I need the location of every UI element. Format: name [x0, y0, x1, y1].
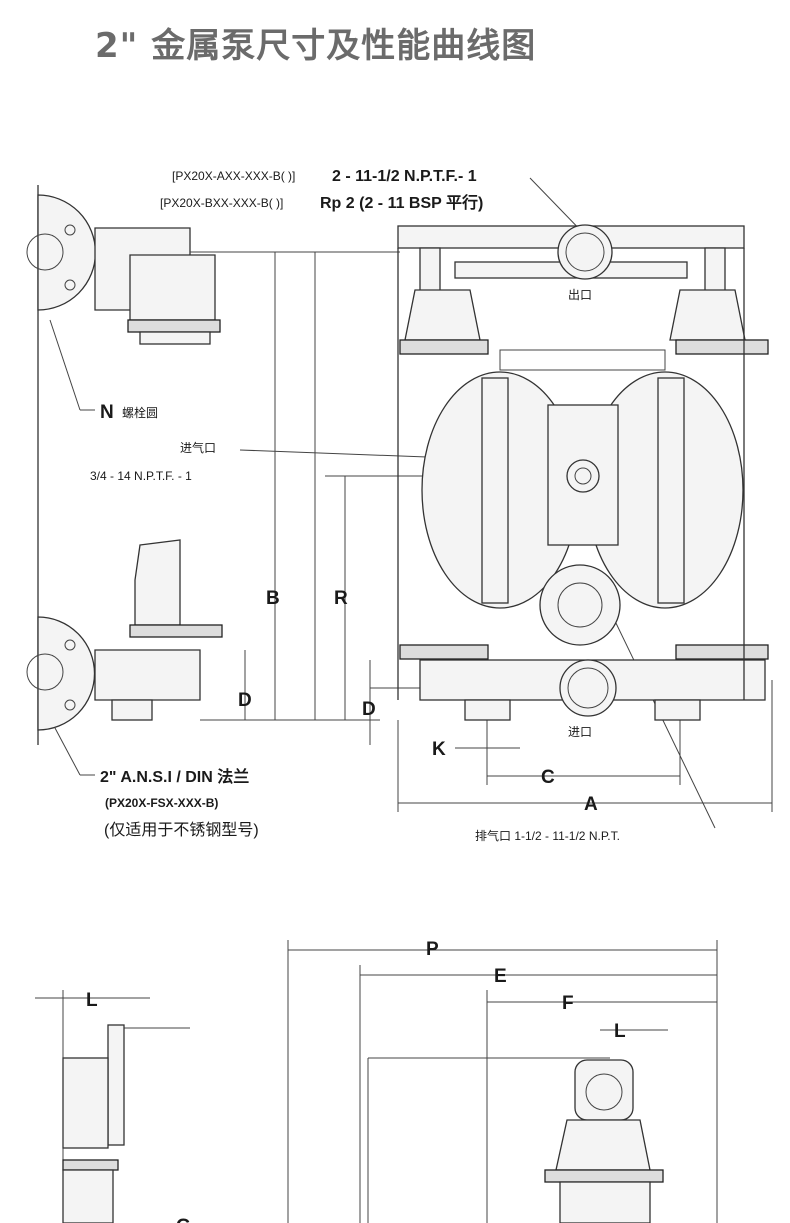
side-view-left	[26, 185, 223, 776]
dim-e: E	[494, 966, 507, 987]
dimension-lines	[190, 177, 773, 829]
bottom-views	[35, 940, 718, 1223]
dim-d2: D	[362, 699, 376, 720]
dim-p: P	[426, 939, 439, 960]
dim-l-left: L	[86, 990, 98, 1011]
dim-k: K	[432, 739, 446, 760]
dim-d: D	[238, 690, 252, 711]
dim-f: F	[562, 993, 574, 1014]
dim-a: A	[584, 794, 598, 815]
dim-c: C	[541, 767, 555, 788]
dim-r: R	[334, 588, 348, 609]
outlet-model-a: [PX20X-AXX-XXX-B( )]	[172, 169, 295, 183]
dim-l-right: L	[614, 1021, 626, 1042]
bolt-circle-letter: N	[100, 402, 114, 423]
dim-g: G	[176, 1216, 191, 1223]
dim-b: B	[266, 588, 280, 609]
air-inlet-label: 进气口	[180, 440, 216, 455]
flange-note: (仅适用于不锈钢型号)	[104, 821, 259, 839]
outlet-thread-a: 2 - 11-1/2 N.P.T.F.- 1	[332, 168, 477, 185]
front-view-pump	[397, 224, 769, 721]
page-title: 2" 金属泵尺寸及性能曲线图	[95, 26, 537, 66]
exhaust-label: 排气口 1-1/2 - 11-1/2 N.P.T.	[475, 828, 620, 843]
annotations: [PX20X-AXX-XXX-B( )] 2 - 11-1/2 N.P.T.F.…	[86, 168, 626, 1223]
inlet-label: 进口	[568, 725, 592, 739]
air-inlet-thread: 3/4 - 14 N.P.T.F. - 1	[90, 469, 192, 483]
outlet-model-b: [PX20X-BXX-XXX-B( )]	[160, 196, 283, 210]
outlet-label: 出口	[568, 288, 592, 302]
flange-model: (PX20X-FSX-XXX-B)	[105, 796, 218, 810]
flange-label: 2" A.N.S.I / DIN 法兰	[100, 767, 249, 786]
outlet-thread-b: Rp 2 (2 - 11 BSP 平行)	[320, 193, 483, 212]
bolt-circle-label: 螺栓圆	[122, 405, 158, 420]
